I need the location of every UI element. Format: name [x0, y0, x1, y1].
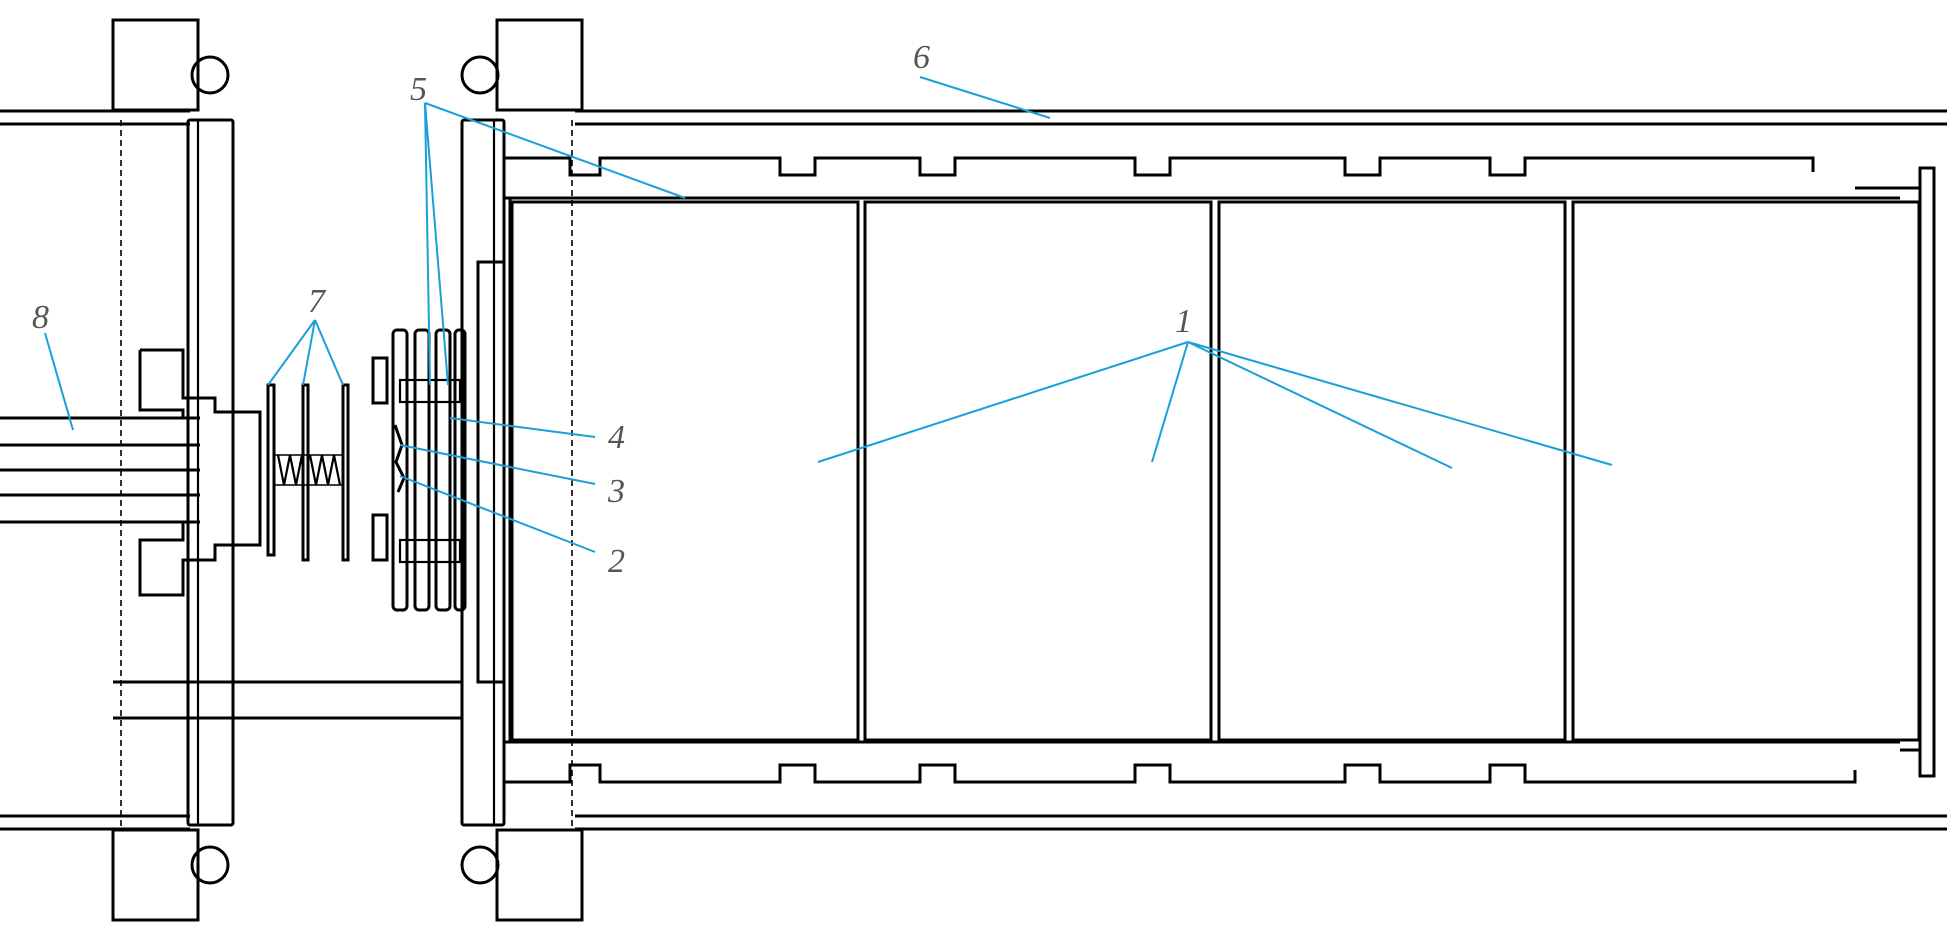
outer-tube — [0, 109, 1947, 831]
cell-stack — [510, 200, 1921, 742]
label-part-7: 7 — [308, 283, 327, 320]
clutch-plates — [371, 260, 506, 684]
part-labels: 1 2 3 4 5 6 7 8 — [32, 39, 1192, 580]
label-part-1: 1 — [1175, 303, 1192, 340]
label-part-2: 2 — [608, 543, 625, 580]
leader-lines — [44, 76, 1613, 553]
label-part-8: 8 — [32, 299, 49, 336]
label-part-3: 3 — [607, 473, 625, 510]
shaft — [0, 348, 462, 720]
right-flange — [460, 18, 584, 922]
label-part-6: 6 — [913, 39, 930, 76]
spring-assembly — [266, 383, 350, 562]
label-part-5: 5 — [410, 71, 427, 108]
inner-housing — [502, 156, 1936, 784]
label-part-4: 4 — [608, 419, 625, 456]
left-flange — [111, 18, 235, 922]
